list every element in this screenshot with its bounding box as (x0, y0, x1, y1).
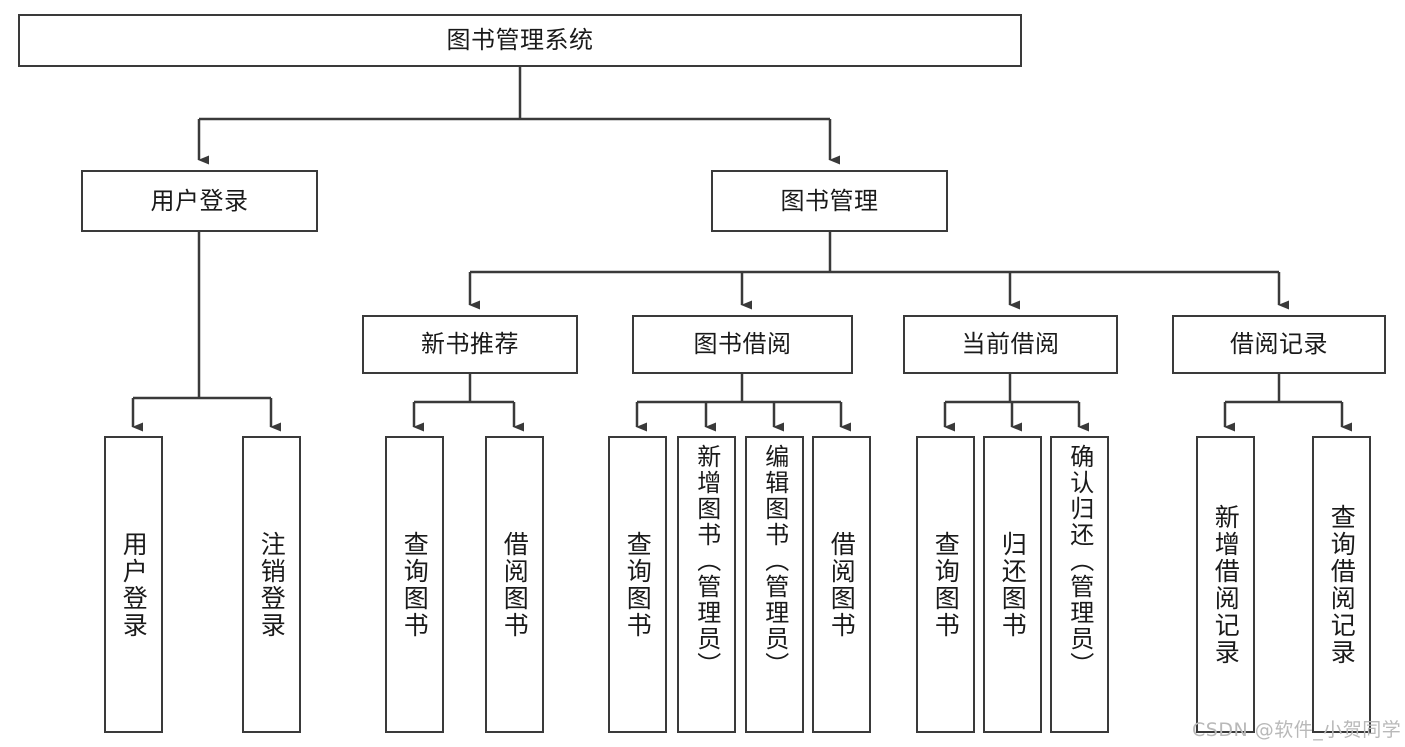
node-label: 编辑图书（管理员） (760, 444, 789, 678)
node-book-management[interactable]: 图书管理 (711, 170, 948, 232)
leaf-book-borrow-borrow[interactable]: 借阅图书 (812, 436, 871, 733)
leaf-user-login-logout[interactable]: 注销登录 (242, 436, 301, 733)
node-label: 图书管理系统 (446, 26, 594, 55)
leaf-book-borrow-query[interactable]: 查询图书 (608, 436, 667, 733)
node-label: 图书借阅 (693, 330, 792, 359)
node-label: 新增图书（管理员） (692, 444, 721, 678)
node-label: 借阅记录 (1230, 330, 1328, 359)
node-label: 当前借阅 (961, 330, 1060, 359)
node-label: 用户登录 (150, 186, 249, 215)
node-borrow-record[interactable]: 借阅记录 (1172, 315, 1386, 374)
node-label: 新增借阅记录 (1211, 503, 1241, 666)
leaf-borrow-record-query[interactable]: 查询借阅记录 (1312, 436, 1371, 733)
node-label: 注销登录 (257, 530, 287, 639)
leaf-current-borrow-confirm-return[interactable]: 确认归还（管理员） (1050, 436, 1109, 733)
node-label: 查询借阅记录 (1327, 503, 1357, 666)
node-root-book-management-system[interactable]: 图书管理系统 (18, 14, 1022, 67)
csdn-watermark: CSDN @软件_小贺同学 (1192, 719, 1402, 741)
node-label: 确认归还（管理员） (1065, 444, 1094, 678)
node-label: 借阅图书 (827, 530, 857, 639)
node-label: 图书管理 (780, 186, 879, 215)
leaf-book-borrow-add[interactable]: 新增图书（管理员） (677, 436, 736, 733)
node-user-login[interactable]: 用户登录 (81, 170, 318, 232)
leaf-new-book-query[interactable]: 查询图书 (385, 436, 444, 733)
leaf-book-borrow-edit[interactable]: 编辑图书（管理员） (745, 436, 804, 733)
node-label: 借阅图书 (500, 530, 530, 639)
node-current-borrow[interactable]: 当前借阅 (903, 315, 1118, 374)
node-label: 归还图书 (998, 530, 1028, 639)
leaf-new-book-borrow[interactable]: 借阅图书 (485, 436, 544, 733)
leaf-current-borrow-query[interactable]: 查询图书 (916, 436, 975, 733)
node-label: 查询图书 (931, 530, 961, 639)
leaf-current-borrow-return[interactable]: 归还图书 (983, 436, 1042, 733)
node-label: 查询图书 (400, 530, 430, 639)
node-label: 新书推荐 (421, 330, 519, 359)
node-label: 查询图书 (623, 530, 653, 639)
node-book-borrow[interactable]: 图书借阅 (632, 315, 853, 374)
leaf-borrow-record-add[interactable]: 新增借阅记录 (1196, 436, 1255, 733)
node-label: 用户登录 (119, 530, 149, 639)
leaf-user-login-login[interactable]: 用户登录 (104, 436, 163, 733)
node-new-book-recommend[interactable]: 新书推荐 (362, 315, 578, 374)
